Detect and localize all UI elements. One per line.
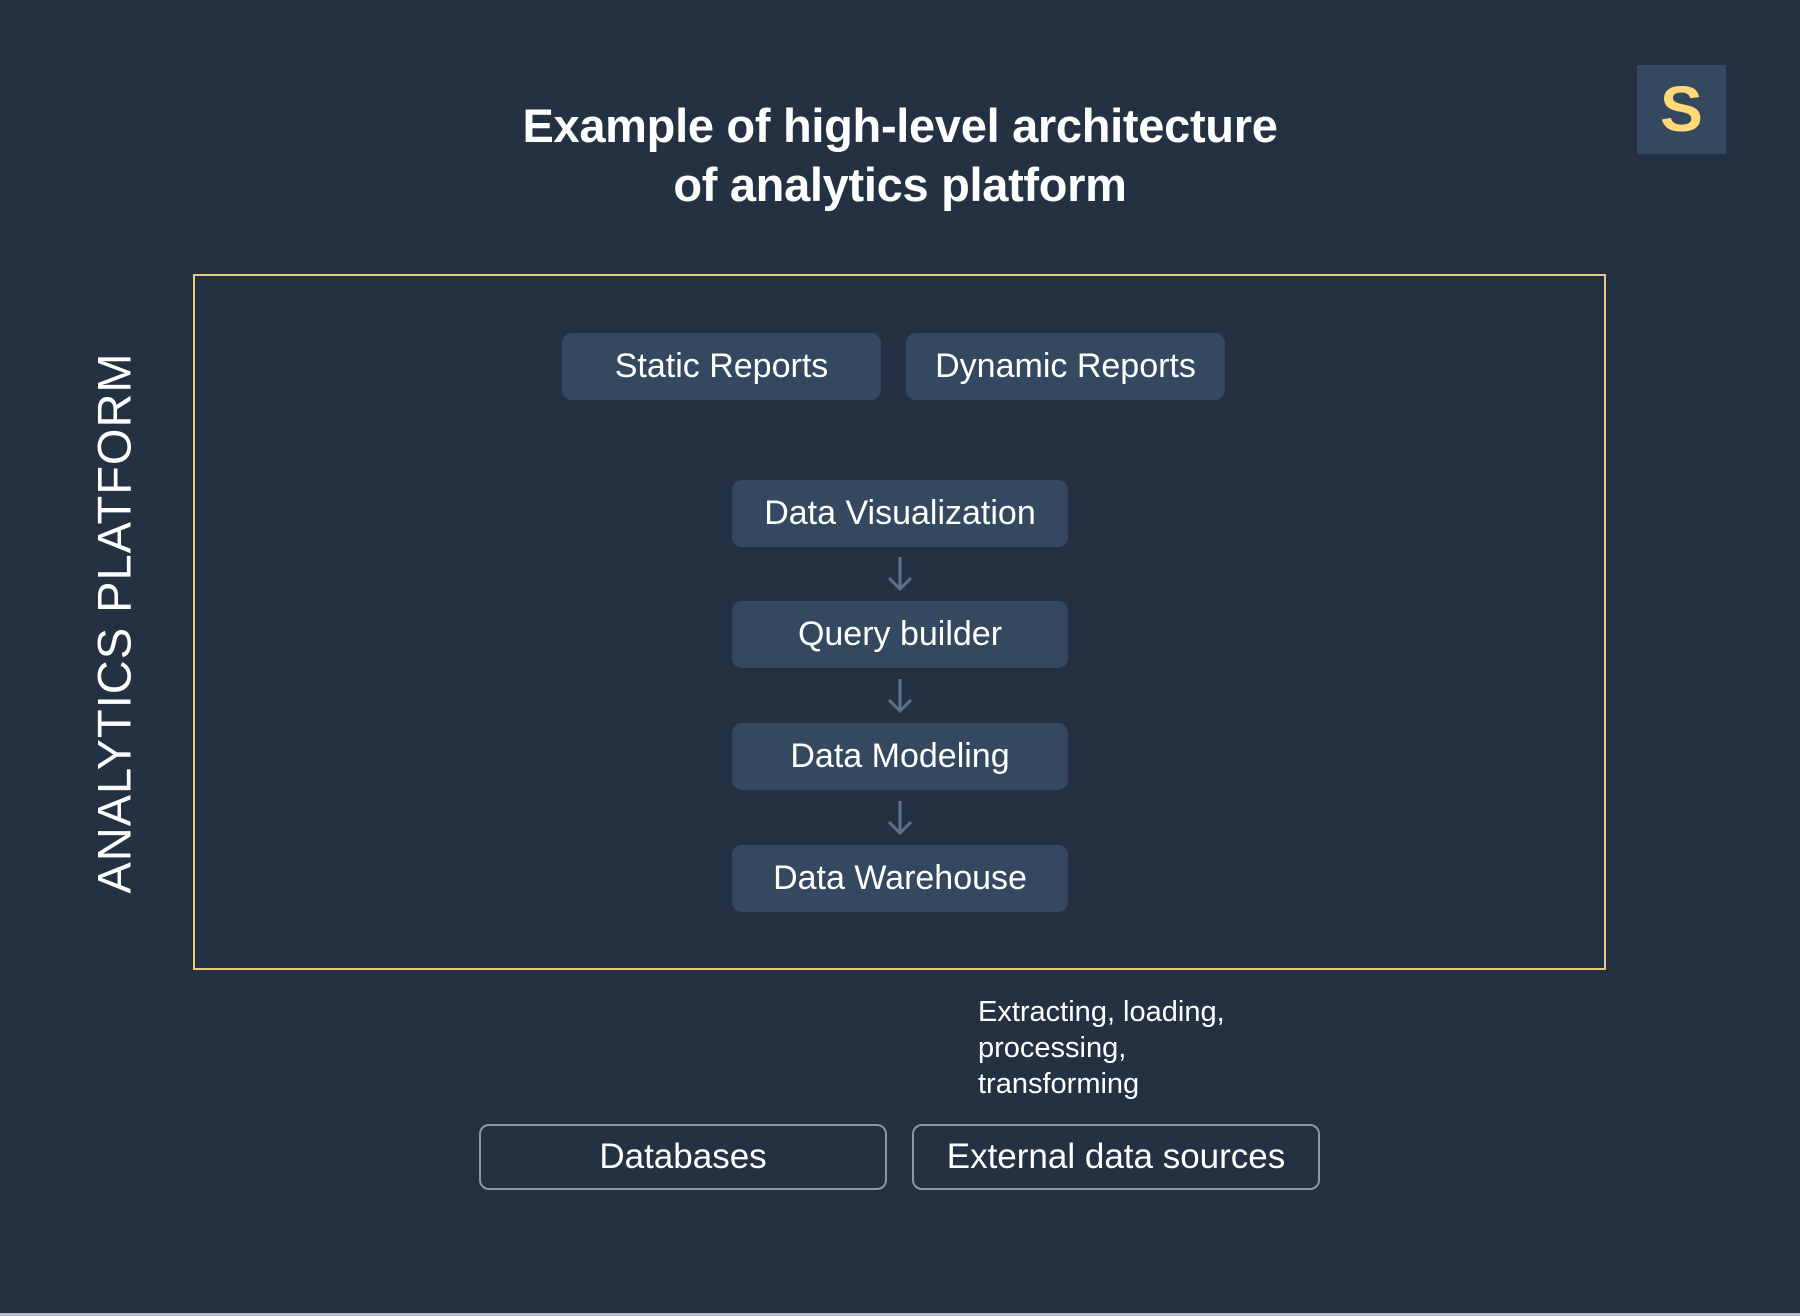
data-warehouse-label: Data Warehouse (773, 859, 1027, 897)
external-data-sources-label: External data sources (946, 1137, 1286, 1176)
dynamic-reports-node: Dynamic Reports (906, 333, 1225, 400)
logo-letter: S (1660, 72, 1703, 145)
arrow-down-icon (885, 555, 915, 595)
title-line-1: Example of high-level architecture (522, 99, 1278, 152)
title-line-2: of analytics platform (673, 158, 1127, 211)
arrow-down-icon (885, 677, 915, 717)
databases-source-node: Databases (479, 1124, 887, 1190)
data-modeling-node: Data Modeling (732, 723, 1068, 790)
query-builder-node: Query builder (732, 601, 1068, 668)
diagram-title: Example of high-level architecture of an… (400, 96, 1400, 214)
data-visualization-node: Data Visualization (732, 480, 1068, 547)
static-reports-label: Static Reports (614, 347, 829, 385)
platform-label: ANALYTICS PLATFORM (87, 352, 141, 894)
analytics-platform-frame (193, 274, 1606, 970)
arrow-down-icon (885, 799, 915, 839)
databases-label: Databases (599, 1137, 767, 1176)
etl-note-line: transforming (978, 1068, 1140, 1100)
etl-process-note: Extracting, loading, processing, transfo… (978, 994, 1225, 1102)
dynamic-reports-label: Dynamic Reports (935, 347, 1196, 385)
brand-logo-icon: S (1637, 65, 1726, 154)
bottom-edge (0, 1313, 1800, 1316)
query-builder-label: Query builder (797, 615, 1003, 653)
data-visualization-label: Data Visualization (764, 494, 1036, 532)
etl-note-line: Extracting, loading, (978, 996, 1225, 1028)
external-data-sources-node: External data sources (912, 1124, 1320, 1190)
data-modeling-label: Data Modeling (790, 737, 1010, 775)
static-reports-node: Static Reports (562, 333, 881, 400)
etl-note-line: processing, (978, 1032, 1127, 1064)
data-warehouse-node: Data Warehouse (732, 845, 1068, 912)
